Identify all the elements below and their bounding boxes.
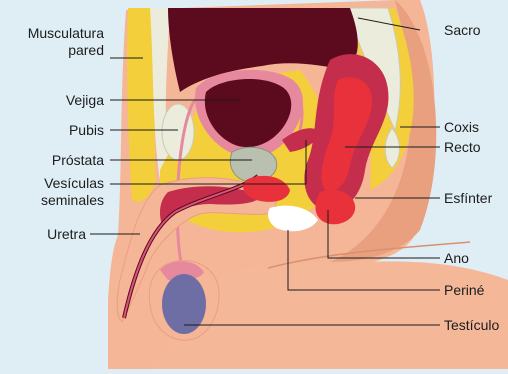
label-uretra: Uretra: [47, 226, 86, 242]
label-musculatura-line2: pared: [68, 42, 104, 58]
label-vesiculas-line2: seminales: [41, 192, 104, 208]
label-sacro: Sacro: [444, 22, 481, 38]
label-vejiga: Vejiga: [66, 92, 104, 108]
label-musculatura: Musculatura: [28, 25, 104, 41]
label-perine: Periné: [444, 282, 485, 298]
label-ano: Ano: [444, 250, 469, 266]
label-coxis: Coxis: [444, 119, 479, 135]
label-testiculo: Testículo: [444, 317, 499, 333]
label-pubis: Pubis: [69, 122, 104, 138]
label-vesiculas: Vesículas: [44, 175, 104, 191]
label-recto: Recto: [444, 139, 481, 155]
label-prostata: Próstata: [52, 152, 104, 168]
label-esfinter: Esfínter: [444, 190, 493, 206]
